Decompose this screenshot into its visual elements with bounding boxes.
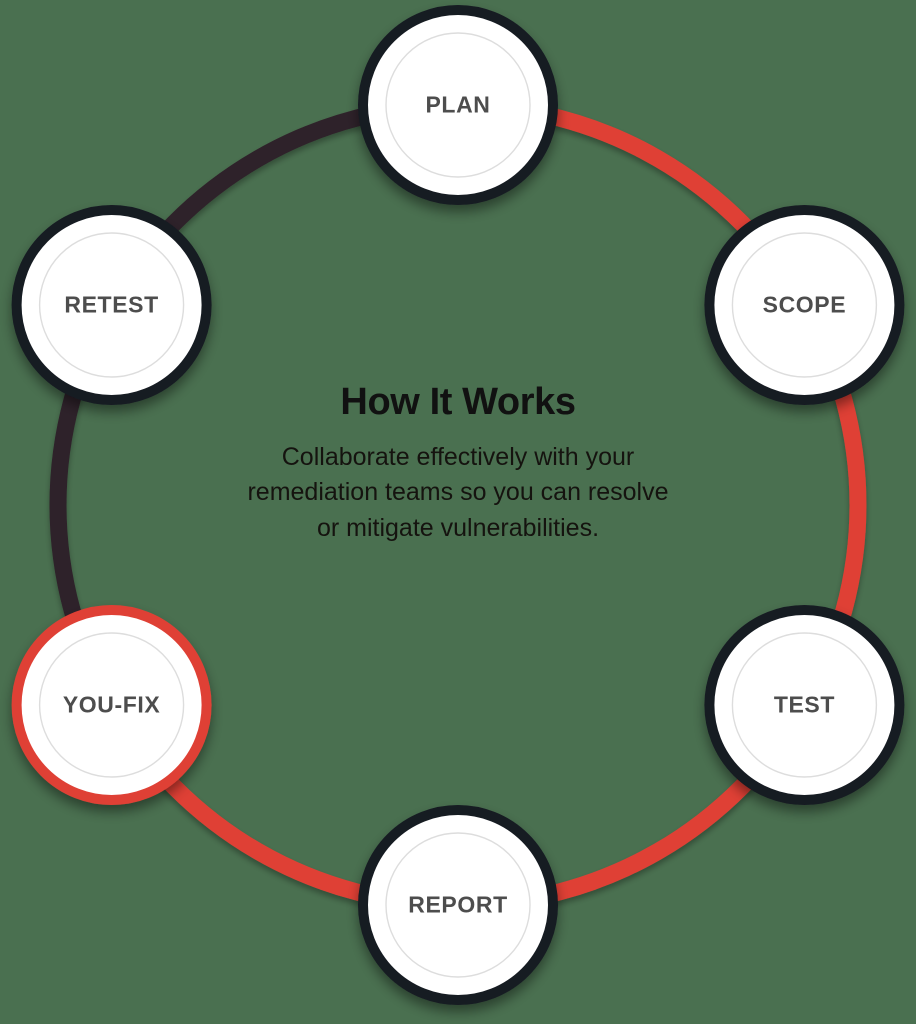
node-inner-outline [731,632,878,778]
node-inner-outline [385,32,531,178]
cycle-node-you-fix[interactable] [11,605,212,805]
node-inner-outline [38,232,185,378]
cycle-node-scope[interactable] [704,205,905,405]
cycle-node-test[interactable] [704,605,905,805]
node-inner-outline [38,632,185,778]
node-inner-outline [385,832,531,978]
cycle-node-plan[interactable] [358,5,558,205]
connector-arcs [49,96,867,914]
cycle-nodes [11,5,905,1005]
cycle-node-report[interactable] [358,805,558,1005]
cycle-node-retest[interactable] [11,205,212,405]
node-inner-outline [731,232,878,378]
